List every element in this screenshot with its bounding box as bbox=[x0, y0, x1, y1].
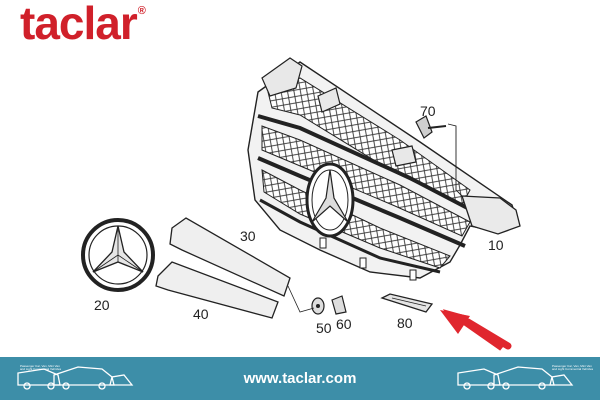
badge-line-2: and Light Commercial Vehicles bbox=[20, 367, 62, 372]
badge-line-1: Passenger Car, Van, Mini Van bbox=[20, 364, 60, 368]
parts-diagram bbox=[81, 57, 521, 351]
part-label-60: 60 bbox=[336, 316, 352, 332]
part-label-40: 40 bbox=[193, 306, 209, 322]
clip-60 bbox=[331, 295, 347, 315]
footer-bar: Passenger Car, Van, Mini Van and Light C… bbox=[0, 357, 600, 400]
footer-badge-text-left: Passenger Car, Van, Mini Van and Light C… bbox=[20, 364, 64, 372]
part-label-70: 70 bbox=[420, 103, 436, 119]
badge-80 bbox=[380, 293, 434, 313]
part-label-20: 20 bbox=[94, 297, 110, 313]
van-icon bbox=[17, 366, 134, 390]
brand-logo: taclar® bbox=[20, 0, 146, 49]
badge-line-2: and Light Commercial Vehicles bbox=[552, 367, 594, 372]
trim-strip-40 bbox=[155, 261, 279, 319]
footer-badge-text-right: Passenger Car, Van, Mini Van and Light C… bbox=[552, 364, 596, 372]
trim-strip-30 bbox=[169, 217, 291, 297]
clip-50 bbox=[311, 297, 325, 315]
part-label-80: 80 bbox=[397, 315, 413, 331]
grille-assembly bbox=[247, 57, 521, 281]
van-icon bbox=[457, 366, 574, 390]
brand-name: taclar bbox=[20, 0, 138, 49]
website-url[interactable]: www.taclar.com bbox=[243, 370, 357, 387]
part-label-30: 30 bbox=[240, 228, 256, 244]
part-label-10: 10 bbox=[488, 237, 504, 253]
arrow-icon bbox=[440, 309, 512, 351]
screw-70 bbox=[415, 115, 463, 197]
registered-mark: ® bbox=[137, 5, 146, 17]
star-emblem-icon bbox=[81, 218, 155, 292]
part-label-50: 50 bbox=[316, 320, 332, 336]
badge-line-1: Passenger Car, Van, Mini Van bbox=[552, 364, 592, 368]
